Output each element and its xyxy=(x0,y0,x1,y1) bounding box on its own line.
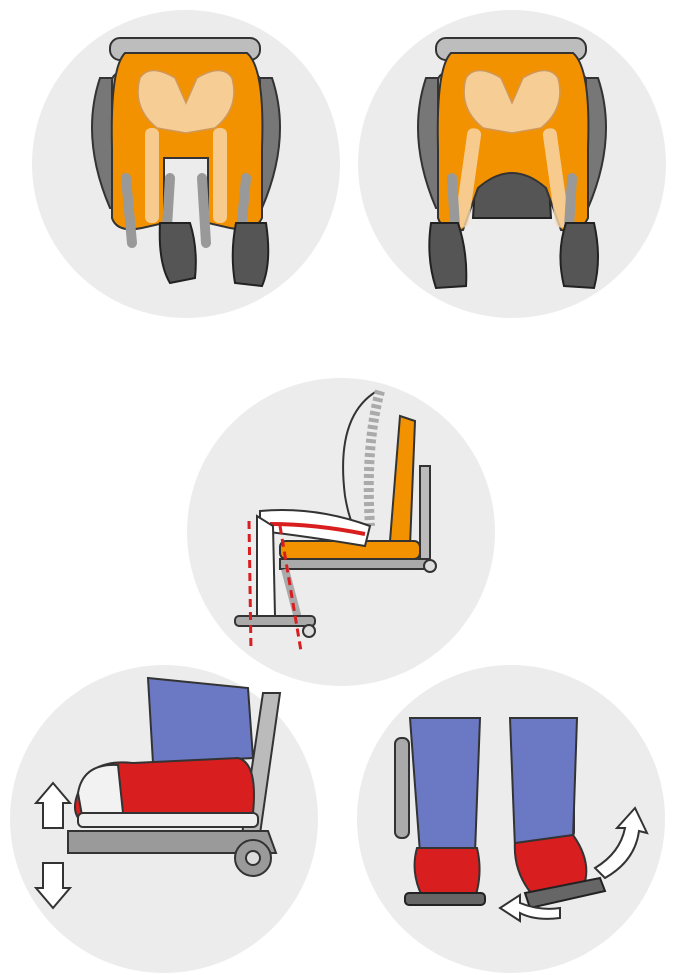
footplates-rotation-adjustment-image xyxy=(355,663,667,975)
left-femur xyxy=(145,128,159,223)
wheelchair-top-view-legs-apart-image xyxy=(356,8,668,320)
footplate xyxy=(235,616,315,626)
right-femur xyxy=(213,128,227,223)
wheelchair-top-view-legs-together-image xyxy=(30,8,342,320)
wheelchair-side-view-posture-image xyxy=(185,376,497,688)
illustration-top-right xyxy=(356,8,668,320)
lower-leg xyxy=(257,516,275,616)
right-foot xyxy=(233,223,269,286)
jeans xyxy=(148,678,253,763)
left-foot xyxy=(429,223,466,288)
illustration-bottom-right xyxy=(355,663,667,975)
right-jeans xyxy=(510,718,577,848)
illustration-bottom-left xyxy=(8,663,320,975)
illustration-middle xyxy=(185,376,497,688)
right-foot xyxy=(560,223,598,288)
illustration-top-left xyxy=(30,8,342,320)
left-jeans xyxy=(410,718,480,853)
left-shoe xyxy=(415,848,480,898)
left-foot xyxy=(160,223,196,283)
footplate-angle-adjustment-image xyxy=(8,663,320,975)
